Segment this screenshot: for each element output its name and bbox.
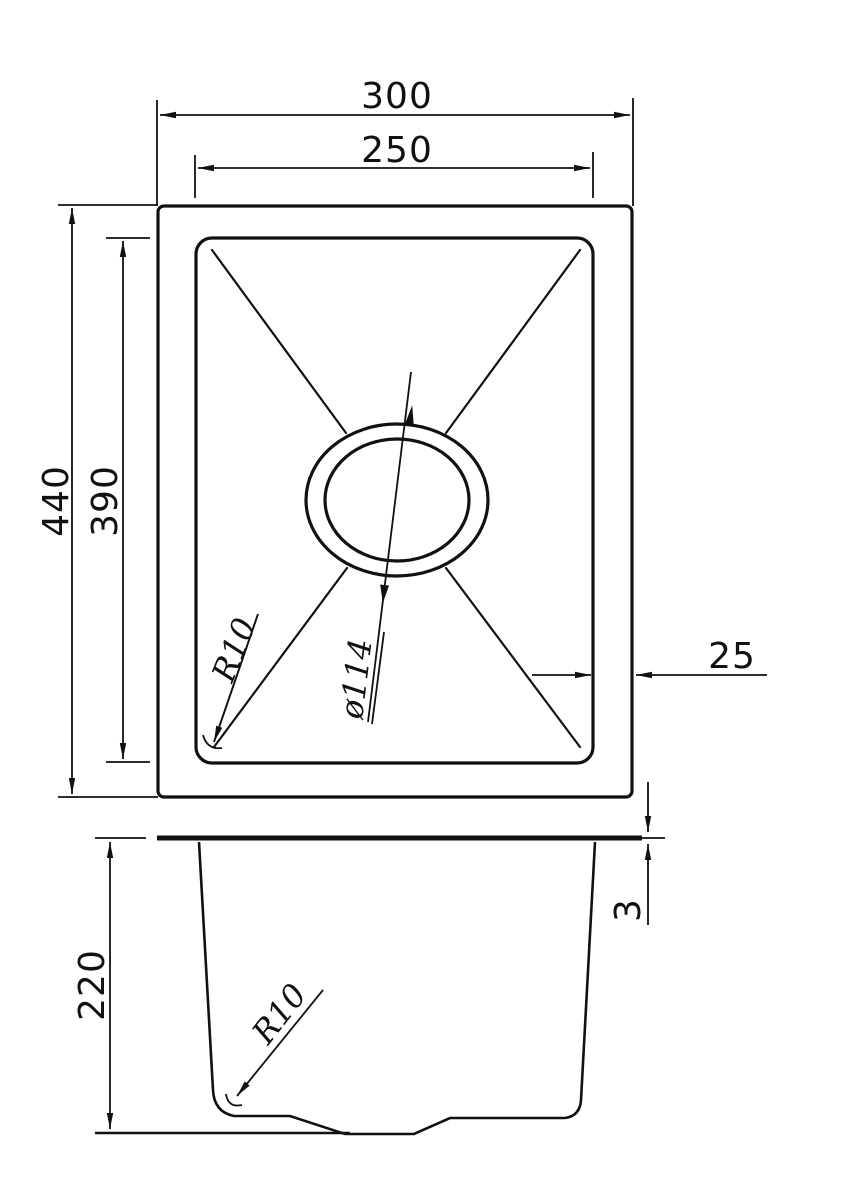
slope-lines <box>210 248 582 749</box>
outer-width-dimension: 300 <box>156 76 634 206</box>
drain-diameter-label: ø114 <box>332 637 380 722</box>
outer-width-label: 300 <box>361 76 433 117</box>
corner-radius-dimension: R10 <box>202 613 264 750</box>
outer-length-label: 440 <box>36 465 77 537</box>
depth-dimension: 220 <box>72 842 114 1129</box>
drain-offset-dimension: 25 <box>532 636 767 679</box>
inner-length-dimension: 390 <box>85 237 150 763</box>
bottom-radius-dimension: R10 <box>225 976 324 1107</box>
flange-thickness-label: 3 <box>608 898 649 922</box>
inner-length-label: 390 <box>85 465 126 537</box>
inner-bowl-outline <box>194 236 595 765</box>
inner-width-label: 250 <box>361 130 433 171</box>
flange-thickness-dimension: 3 <box>608 782 665 925</box>
drain-offset-label: 25 <box>708 636 756 677</box>
drain-icon <box>304 422 490 578</box>
outer-length-dimension: 440 <box>36 204 158 798</box>
outer-flange-outline <box>156 204 634 799</box>
corner-radius-label: R10 <box>204 613 264 688</box>
top-view: ø114 R10 300 250 440 <box>36 76 767 799</box>
depth-label: 220 <box>72 949 113 1021</box>
inner-width-dimension: 250 <box>194 130 594 198</box>
bowl-side-profile <box>197 841 597 1136</box>
side-view: 220 3 R10 <box>72 782 665 1136</box>
